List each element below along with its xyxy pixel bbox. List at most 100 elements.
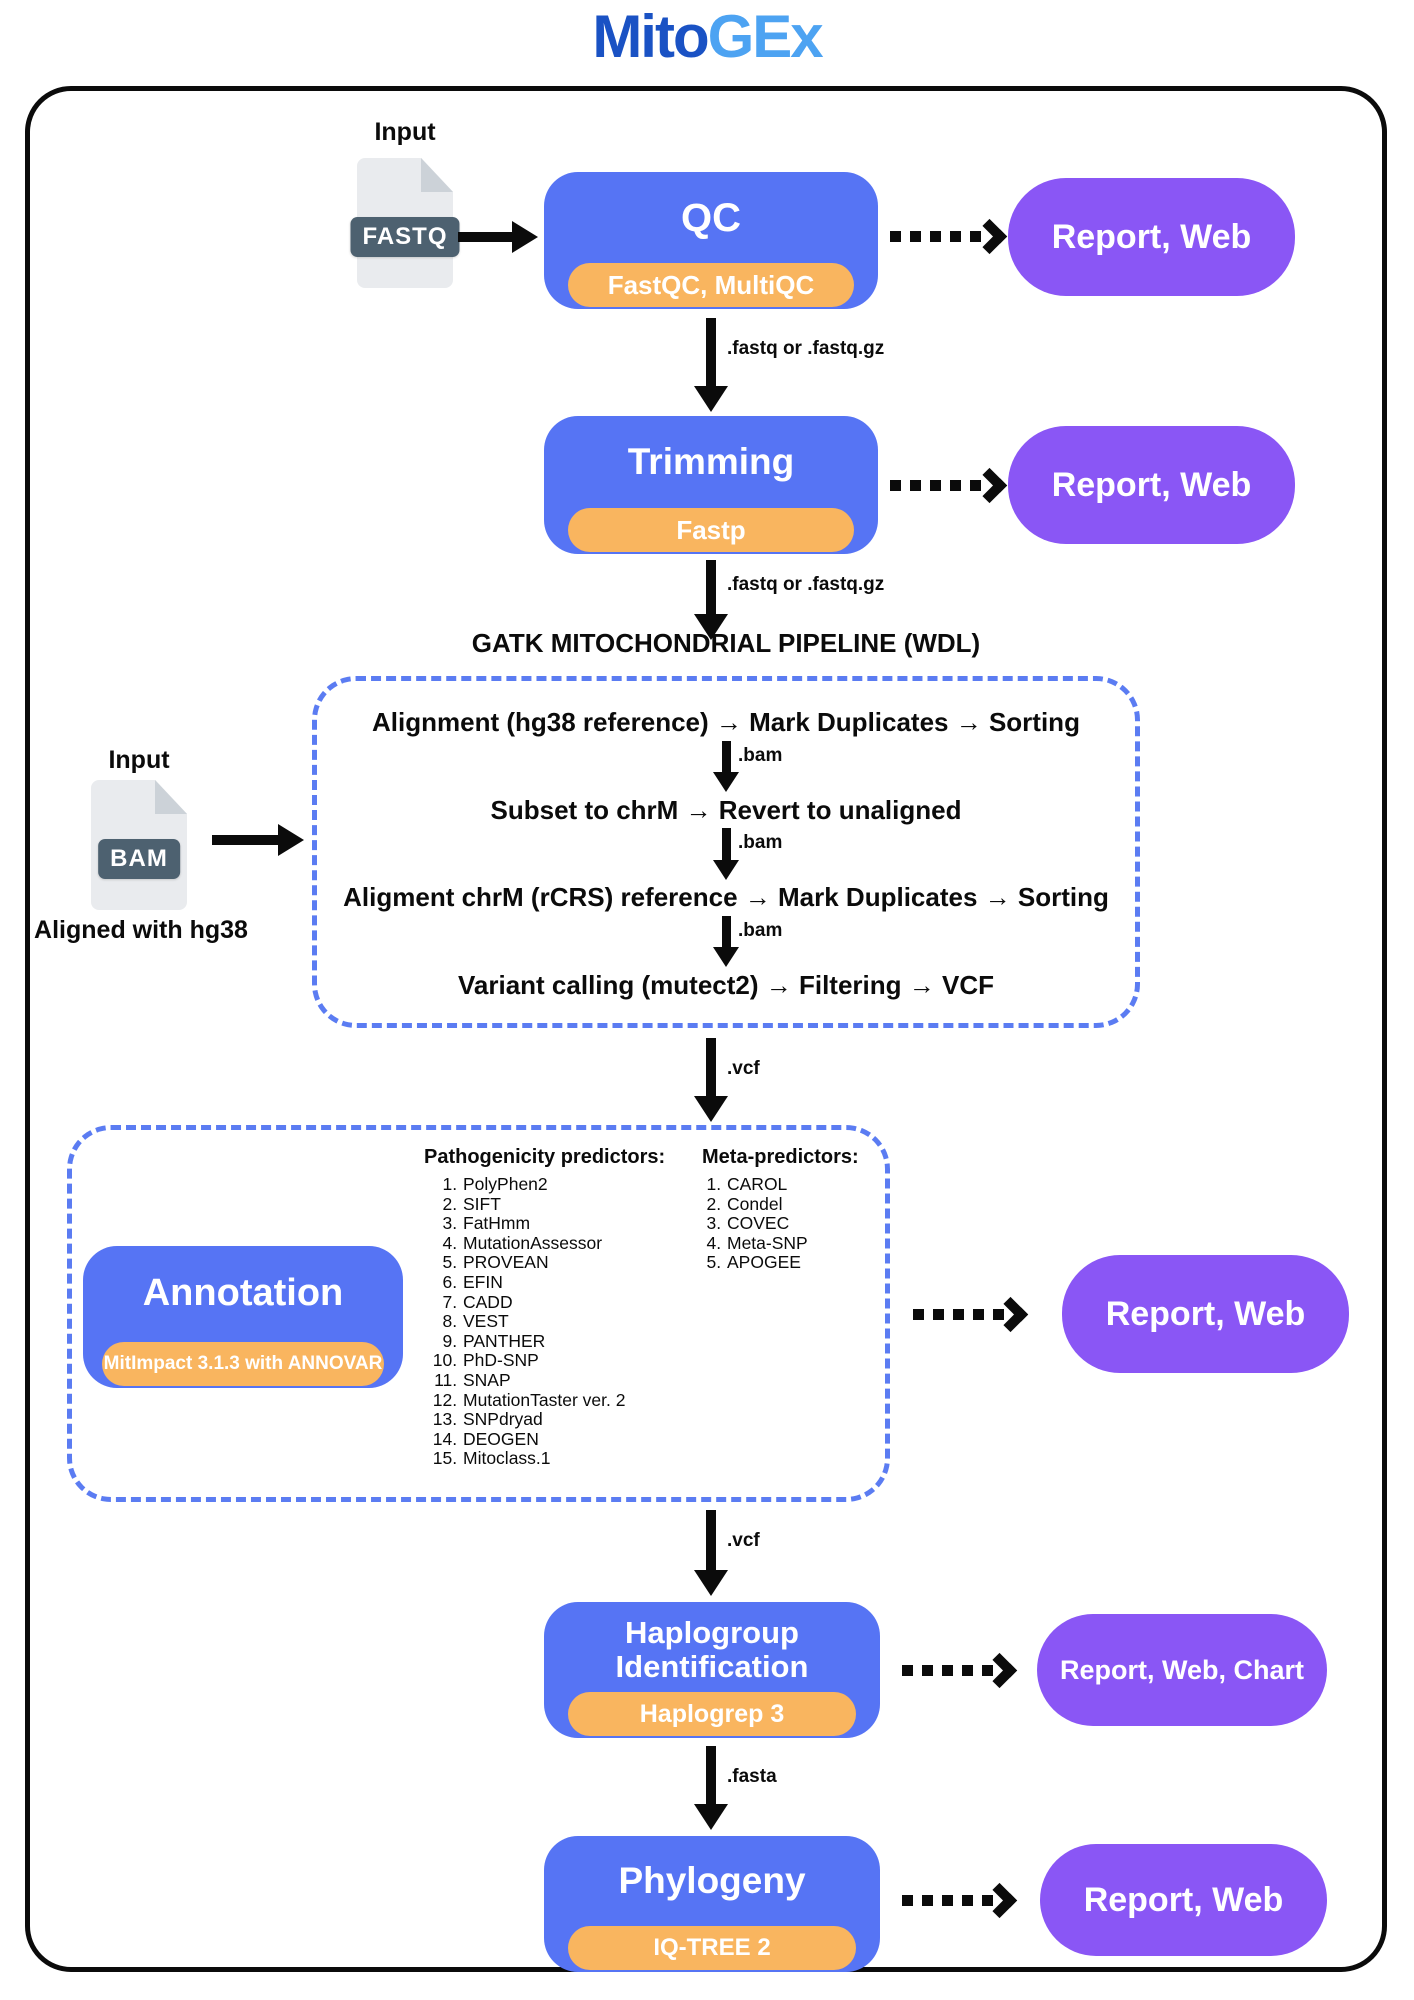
list-item: DEOGEN <box>462 1429 692 1450</box>
gatk-step-subset: Subset to chrM → Revert to unaligned <box>490 794 962 825</box>
dashed-arrow-trimming-output <box>890 467 1008 503</box>
arrow-shaft <box>706 1038 716 1096</box>
list-item: SIFT <box>462 1194 692 1215</box>
stage-haplogroup: Haplogroup Identification Haplogrep 3 <box>544 1602 880 1738</box>
flow-label-fasta: .fasta <box>727 1766 777 1787</box>
flow-label-bam: .bam <box>738 919 783 941</box>
dashed-arrow-phylogeny-output <box>902 1882 1018 1918</box>
fastq-file-badge: FASTQ <box>350 216 460 257</box>
pathogenicity-list: PolyPhen2SIFTFatHmmMutationAssessorPROVE… <box>424 1174 692 1469</box>
list-item: SNPdryad <box>462 1410 692 1430</box>
dashed-arrow-head <box>981 1882 1018 1918</box>
stage-trimming-title: Trimming <box>627 440 795 482</box>
output-pill-annotation: Report, Web <box>1062 1255 1349 1373</box>
list-item: PROVEAN <box>462 1253 692 1273</box>
flow-haplogroup-to-phylogeny: .fasta <box>693 1746 777 1830</box>
dashed-arrow-shaft <box>902 1894 996 1906</box>
arrow-shaft <box>706 560 716 614</box>
list-item: Meta-SNP <box>726 1233 887 1254</box>
dashed-arrow-shaft <box>902 1664 996 1676</box>
meta-predictors-list: CAROLCondelCOVECMeta-SNPAPOGEE <box>702 1174 887 1273</box>
dashed-arrow-qc-output <box>890 218 1008 254</box>
gatk-step-alignment: Alignment (hg38 reference) → Mark Duplic… <box>372 707 1080 738</box>
dashed-arrow-shaft <box>890 230 986 242</box>
dashed-arrow-shaft <box>890 479 986 491</box>
flow-annotation-to-haplogroup: .vcf <box>693 1510 760 1596</box>
arrow-head <box>694 1570 728 1596</box>
flow-gatk-step1-to-step2: .bam <box>708 740 782 793</box>
annotation-box: Annotation MitImpact 3.1.3 with ANNOVAR … <box>67 1125 890 1502</box>
gatk-step-variant-calling: Variant calling (mutect2) → Filtering → … <box>458 969 994 1000</box>
bam-file-icon: BAM <box>91 780 187 910</box>
pathogenicity-predictors: Pathogenicity predictors: PolyPhen2SIFTF… <box>424 1146 692 1469</box>
arrow-head <box>713 772 739 793</box>
flow-label-vcf: .vcf <box>727 1058 760 1079</box>
flow-label-bam: .bam <box>738 832 783 854</box>
flow-gatk-step2-to-step3: .bam <box>708 828 782 880</box>
list-item: PolyPhen2 <box>462 1174 692 1195</box>
dashed-arrow-shaft <box>913 1308 1007 1320</box>
list-item: EFIN <box>462 1272 692 1293</box>
flow-trimming-to-gatk: .fastq or .fastq.gz <box>693 560 884 640</box>
gatk-pipeline-box: Alignment (hg38 reference) → Mark Duplic… <box>312 676 1140 1028</box>
output-pill-qc: Report, Web <box>1008 178 1295 296</box>
arrow-head <box>713 947 739 968</box>
fastq-input-label: Input <box>374 118 436 146</box>
list-item: SNAP <box>462 1370 692 1391</box>
list-item: Mitoclass.1 <box>462 1449 692 1469</box>
arrow-shaft <box>458 232 512 242</box>
dashed-arrow-head <box>971 467 1008 503</box>
arrow-head <box>512 221 538 253</box>
app-title-gex: GEx <box>707 3 824 70</box>
list-item: MutationTaster ver. 2 <box>462 1390 692 1411</box>
stage-annotation: Annotation MitImpact 3.1.3 with ANNOVAR <box>83 1246 403 1388</box>
stage-qc-title: QC <box>681 195 741 240</box>
flow-label-vcf: .vcf <box>727 1530 760 1551</box>
list-item: PhD-SNP <box>462 1351 692 1371</box>
dashed-arrow-head <box>971 218 1008 254</box>
stage-trimming: Trimming Fastp <box>544 416 878 554</box>
stage-qc: QC FastQC, MultiQC <box>544 172 878 309</box>
dashed-arrow-annotation-output <box>913 1296 1029 1332</box>
list-item: MutationAssessor <box>462 1233 692 1254</box>
list-item: FatHmm <box>462 1214 692 1234</box>
app-title: MitoGEx <box>0 4 1414 70</box>
arrow-head <box>713 859 739 880</box>
stage-annotation-tool-pill: MitImpact 3.1.3 with ANNOVAR <box>102 1342 384 1386</box>
meta-predictors: Meta-predictors: CAROLCondelCOVECMeta-SN… <box>702 1146 887 1273</box>
flow-qc-to-trimming: .fastq or .fastq.gz <box>693 318 884 412</box>
list-item: PANTHER <box>462 1331 692 1352</box>
list-item: VEST <box>462 1312 692 1332</box>
app-title-mito: Mito <box>592 3 709 70</box>
dashed-arrow-head <box>981 1652 1018 1688</box>
output-pill-phylogeny: Report, Web <box>1040 1844 1327 1956</box>
dashed-arrow-haplogroup-output <box>902 1652 1018 1688</box>
list-item: Condel <box>726 1194 887 1215</box>
arrow-shaft <box>721 915 731 948</box>
meta-predictors-header: Meta-predictors: <box>702 1146 859 1168</box>
flow-gatk-to-annotation: .vcf <box>693 1038 760 1122</box>
arrow-shaft <box>706 1510 716 1570</box>
arrow-head <box>694 1096 728 1122</box>
stage-phylogeny: Phylogeny IQ-TREE 2 <box>544 1836 880 1972</box>
stage-qc-tool-pill: FastQC, MultiQC <box>568 263 854 307</box>
arrow-fastq-to-qc <box>458 221 538 253</box>
output-pill-trimming: Report, Web <box>1008 426 1295 544</box>
bam-input-label: Input <box>108 746 170 774</box>
flow-label-fastq: .fastq or .fastq.gz <box>727 338 885 359</box>
flow-label-fastq: .fastq or .fastq.gz <box>727 574 885 595</box>
fastq-file-icon: FASTQ <box>350 158 460 288</box>
stage-annotation-title: Annotation <box>142 1272 344 1315</box>
arrow-shaft <box>706 1746 716 1804</box>
arrow-bam-to-gatk <box>212 824 304 856</box>
stage-trimming-tool-pill: Fastp <box>568 508 854 552</box>
bam-file-badge: BAM <box>98 838 180 879</box>
arrow-head <box>694 614 728 640</box>
arrow-shaft <box>721 740 731 773</box>
stage-phylogeny-title: Phylogeny <box>618 1859 806 1901</box>
list-item: APOGEE <box>726 1253 887 1273</box>
arrow-shaft <box>721 828 731 860</box>
pathogenicity-header: Pathogenicity predictors: <box>424 1146 666 1168</box>
arrow-head <box>694 386 728 412</box>
